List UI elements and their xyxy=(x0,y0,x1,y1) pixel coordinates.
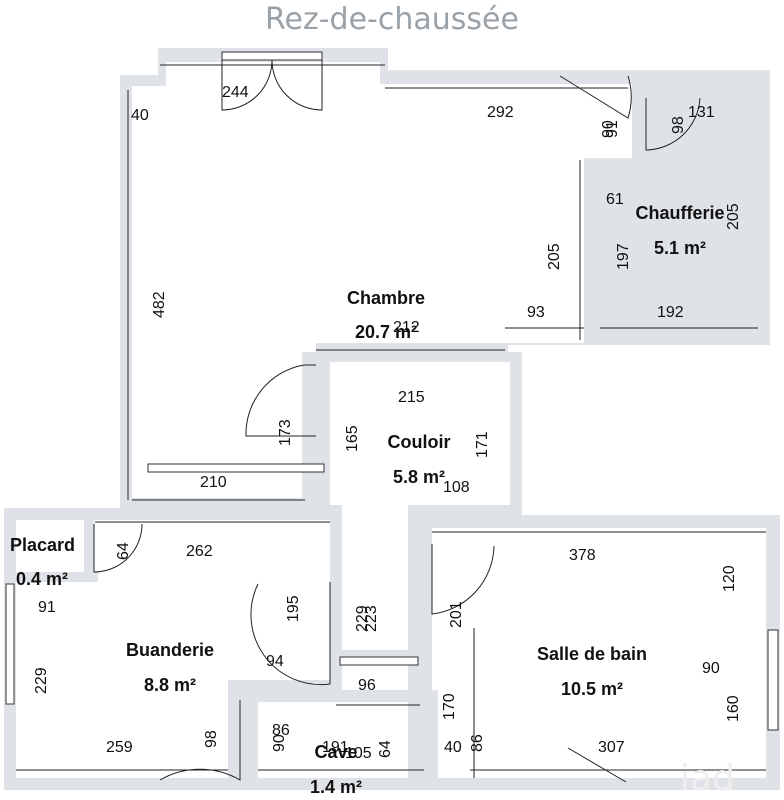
dim-label: 98 xyxy=(203,730,220,748)
door-chaufferie-2 xyxy=(645,97,701,151)
room-area-chaufferie: 5.1 m² xyxy=(654,238,706,258)
dim-label: 229 xyxy=(33,667,50,694)
door-chambre-entry xyxy=(221,59,273,111)
dim-label: 223 xyxy=(363,605,380,632)
dim-label: 205 xyxy=(725,203,742,230)
dim-label: 215 xyxy=(398,389,425,406)
dim-label: 108 xyxy=(443,479,470,496)
wall-couloir xyxy=(316,352,522,662)
dim-label: 93 xyxy=(527,304,545,321)
door-couloir xyxy=(245,364,316,437)
room-name-chaufferie: Chaufferie xyxy=(635,203,724,223)
door-placard xyxy=(93,523,143,573)
dim-label: 160 xyxy=(725,695,742,722)
room-name-chambre: Chambre xyxy=(347,288,425,308)
dim-label: 262 xyxy=(186,543,213,560)
plan-title: Rez-de-chaussée xyxy=(265,2,519,37)
dim-label: 191 xyxy=(322,739,349,756)
dim-label: 64 xyxy=(377,740,394,758)
dim-label: 259 xyxy=(106,739,133,756)
dim-label: 173 xyxy=(277,419,294,446)
dim-label: 98 xyxy=(670,116,687,134)
dimension-labels: 244 40 292 90 91 98 131 61 205 197 205 4… xyxy=(33,84,742,762)
dim-label: 195 xyxy=(285,595,302,622)
dim-label: 94 xyxy=(266,653,284,670)
dim-label: 171 xyxy=(474,431,491,458)
window-sdb xyxy=(339,656,419,666)
window-placard xyxy=(5,583,15,705)
door-sdb xyxy=(431,544,495,615)
dim-label: 197 xyxy=(615,243,632,270)
dim-label: 91 xyxy=(38,599,56,616)
dim-label: 170 xyxy=(441,693,458,720)
dim-label: 229 xyxy=(354,605,371,632)
dim-label: 96 xyxy=(358,677,376,694)
dimension-lines xyxy=(16,64,766,778)
room-area-couloir: 5.8 m² xyxy=(393,467,445,487)
room-area-salle-de-bain: 10.5 m² xyxy=(561,679,623,699)
dim-label: 201 xyxy=(448,601,465,628)
dim-label: 90 xyxy=(702,660,720,677)
dim-label: 131 xyxy=(688,104,715,121)
dim-label: 86 xyxy=(272,722,290,739)
door-cave xyxy=(159,700,241,781)
wall-placard-partition xyxy=(84,518,94,578)
dim-label: 244 xyxy=(222,84,249,101)
walls xyxy=(4,48,780,790)
dim-label: 105 xyxy=(345,745,372,762)
dim-label: 307 xyxy=(598,739,625,756)
room-area-cave: 1.4 m² xyxy=(310,777,362,797)
dim-label: 64 xyxy=(115,542,132,560)
room-name-placard: Placard xyxy=(10,535,75,555)
dim-label: 165 xyxy=(344,425,361,452)
dim-label: 292 xyxy=(487,104,514,121)
door-sdb-bottom xyxy=(567,747,627,783)
dim-label: 378 xyxy=(569,547,596,564)
dim-label: 90 xyxy=(271,734,288,752)
window-chambre-top xyxy=(221,51,323,61)
dim-label: 90 xyxy=(600,120,617,138)
room-name-buanderie: Buanderie xyxy=(126,640,214,660)
dim-label: 91 xyxy=(604,120,621,138)
door-buanderie xyxy=(250,582,331,686)
dim-label: 212 xyxy=(393,319,420,336)
doors xyxy=(93,59,701,783)
dim-label: 40 xyxy=(444,739,462,756)
watermark-logo: iad xyxy=(680,758,735,799)
room-labels: Chambre 20.7 m² Chaufferie 5.1 m² Couloi… xyxy=(10,203,725,797)
dim-label: 205 xyxy=(546,243,563,270)
dim-label: 86 xyxy=(469,734,486,752)
room-name-salle-de-bain: Salle de bain xyxy=(537,644,647,664)
dim-label: 40 xyxy=(131,107,149,124)
dim-label: 482 xyxy=(151,291,168,318)
door-chambre-entry-2 xyxy=(271,59,323,111)
wall-placard-bottom xyxy=(4,572,98,582)
room-area-buanderie: 8.8 m² xyxy=(144,675,196,695)
dim-label: 120 xyxy=(721,565,738,592)
room-area-placard: 0.4 m² xyxy=(16,569,68,589)
dim-label: 210 xyxy=(200,474,227,491)
room-name-cave: Cave xyxy=(314,742,357,762)
room-area-chambre: 20.7 m² xyxy=(355,322,417,342)
window-couloir xyxy=(147,463,325,473)
room-name-couloir: Couloir xyxy=(388,432,451,452)
window-sdb-right xyxy=(767,629,779,731)
windows xyxy=(5,51,779,731)
dim-label: 192 xyxy=(657,304,684,321)
door-chaufferie xyxy=(559,75,632,119)
dim-label: 61 xyxy=(606,191,624,208)
